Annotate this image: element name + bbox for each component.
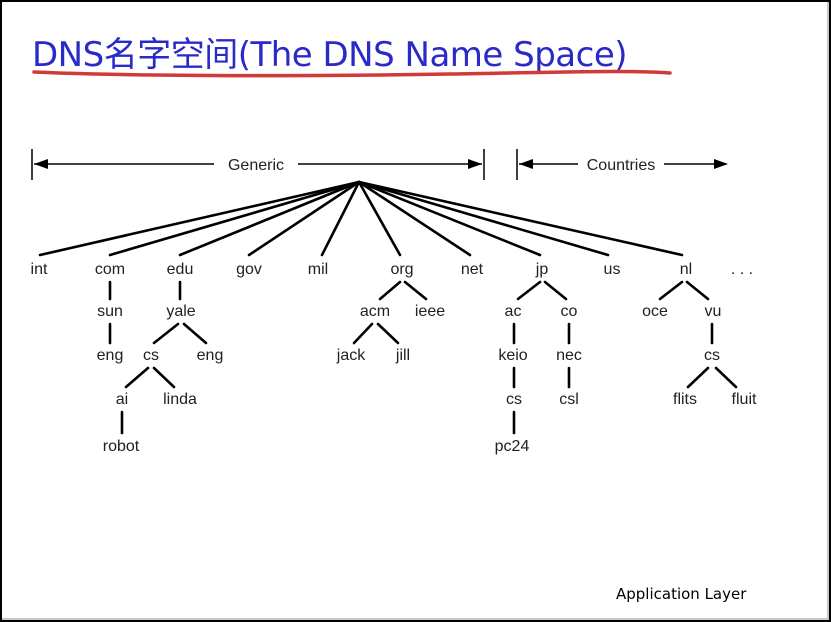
node-mil: mil [308,261,328,278]
node-robot: robot [103,438,140,455]
node-sun-eng: eng [97,347,124,364]
node-int: int [31,261,48,278]
node-yale: yale [166,303,195,320]
node-jill: jill [395,347,410,364]
node-more: . . . [731,261,753,278]
node-ai: ai [116,391,128,408]
node-vu-cs: cs [704,347,720,364]
node-keio-cs: cs [506,391,522,408]
generic-label: Generic [228,157,284,174]
node-co: co [561,303,578,320]
node-nl: nl [680,261,692,278]
node-csl: csl [559,391,579,408]
slide-title: DNS名字空间(The DNS Name Space) [32,35,628,75]
node-net: net [461,261,484,278]
node-yale-eng: eng [197,347,224,364]
node-ieee: ieee [415,303,445,320]
tree-edges [38,180,738,435]
node-com: com [95,261,125,278]
node-pc24: pc24 [495,438,530,455]
node-nec: nec [556,347,582,364]
bracket-arrowheads [34,159,728,169]
node-org: org [390,261,413,278]
node-keio: keio [498,347,527,364]
node-edu: edu [167,261,194,278]
countries-label: Countries [587,157,655,174]
node-yale-cs: cs [143,347,159,364]
node-linda: linda [163,391,197,408]
node-sun: sun [97,303,123,320]
group-brackets [31,149,726,180]
node-jp: jp [535,261,549,278]
node-vu: vu [705,303,722,320]
node-oce: oce [642,303,668,320]
node-flits: flits [673,391,697,408]
node-acm: acm [360,303,390,320]
node-jack: jack [336,347,366,364]
node-us: us [604,261,621,278]
slide-footer: Application Layer [616,585,747,603]
node-fluit: fluit [732,391,757,408]
node-ac: ac [505,303,522,320]
title-underline [32,69,672,78]
node-gov: gov [236,261,262,278]
